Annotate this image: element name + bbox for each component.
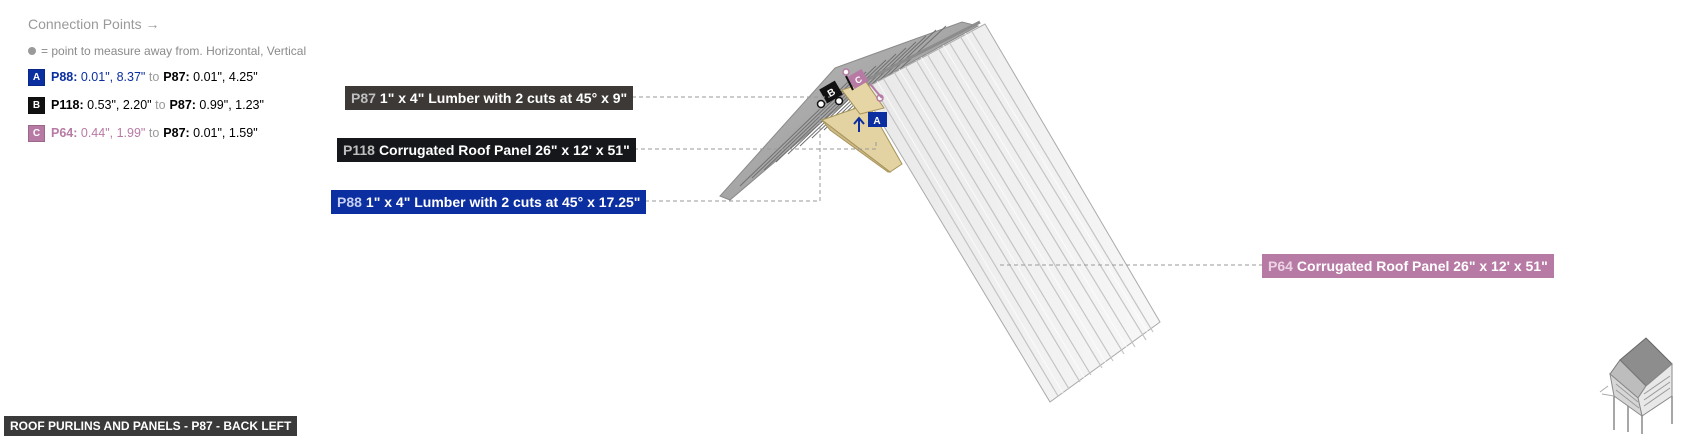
legend-subtitle: = point to measure away from. Horizontal… [41,44,307,58]
marker-a-label: A [873,116,880,127]
part-a-id: P118: [51,98,84,112]
part-a-id: P88: [51,70,78,84]
view-title-label: ROOF PURLINS AND PANELS - P87 - BACK LEF… [4,416,298,436]
legend-subtitle-row: = point to measure away from. Horizontal… [28,44,306,58]
part-a-values: 0.01", 8.37" [77,70,149,84]
connection-row-b: B P118: 0.53", 2.20" to P87: 0.99", 1.23… [28,96,306,114]
badge-b: B [28,96,45,114]
part-a-id: P64: [51,126,78,140]
part-a-values: 0.53", 2.20" [83,98,156,112]
badge-a: A [28,68,45,86]
ridge-edge [854,20,981,88]
part-b-id: P87: [163,126,190,140]
badge-c: C [28,124,45,142]
callout-p87-text: 1" x 4" Lumber with 2 cuts at 45° x 9" [379,90,628,106]
part-b-values: 0.01", 1.59" [189,126,258,140]
lumber-p88 [820,103,903,173]
callout-p118-text: Corrugated Roof Panel 26" x 12' x 51" [378,142,630,158]
part-b-values: 0.01", 4.25" [189,70,258,84]
callout-p118-id: P118 [343,142,375,158]
part-a-values: 0.44", 1.99" [77,126,149,140]
part-b-values: 0.99", 1.23" [195,98,264,112]
to-label: to [148,70,160,84]
marker-b-label: B [826,87,838,100]
callout-p88-text: 1" x 4" Lumber with 2 cuts at 45° x 17.2… [365,194,641,210]
callout-p87-id: P87 [351,90,376,106]
to-label: to [155,98,166,112]
callout-p64-text: Corrugated Roof Panel 26" x 12' x 51" [1296,258,1548,274]
part-b-id: P87: [169,98,196,112]
connection-row-a: A P88: 0.01", 8.37" to P87: 0.01", 4.25" [28,68,306,86]
connection-row-c: C P64: 0.44", 1.99" to P87: 0.01", 1.59" [28,124,306,142]
house-thumbnail-icon[interactable] [1598,334,1688,436]
marker-b [816,75,854,109]
measure-point-dot-icon [28,47,36,55]
legend-title: Connection Points → [28,16,160,32]
leader-p118 [634,140,877,150]
roof-panel-p64 [861,23,1161,403]
leader-lines [632,96,1262,266]
callout-p88-id: P88 [337,194,362,210]
marker-a [853,112,887,132]
marker-c-label: C [853,74,864,86]
part-b-id: P87: [163,70,190,84]
to-label: to [148,126,160,140]
callout-p64-id: P64 [1268,258,1293,274]
connection-points-legend: Connection Points → = point to measure a… [28,14,306,142]
leader-p88 [645,108,821,202]
marker-c [842,68,884,102]
